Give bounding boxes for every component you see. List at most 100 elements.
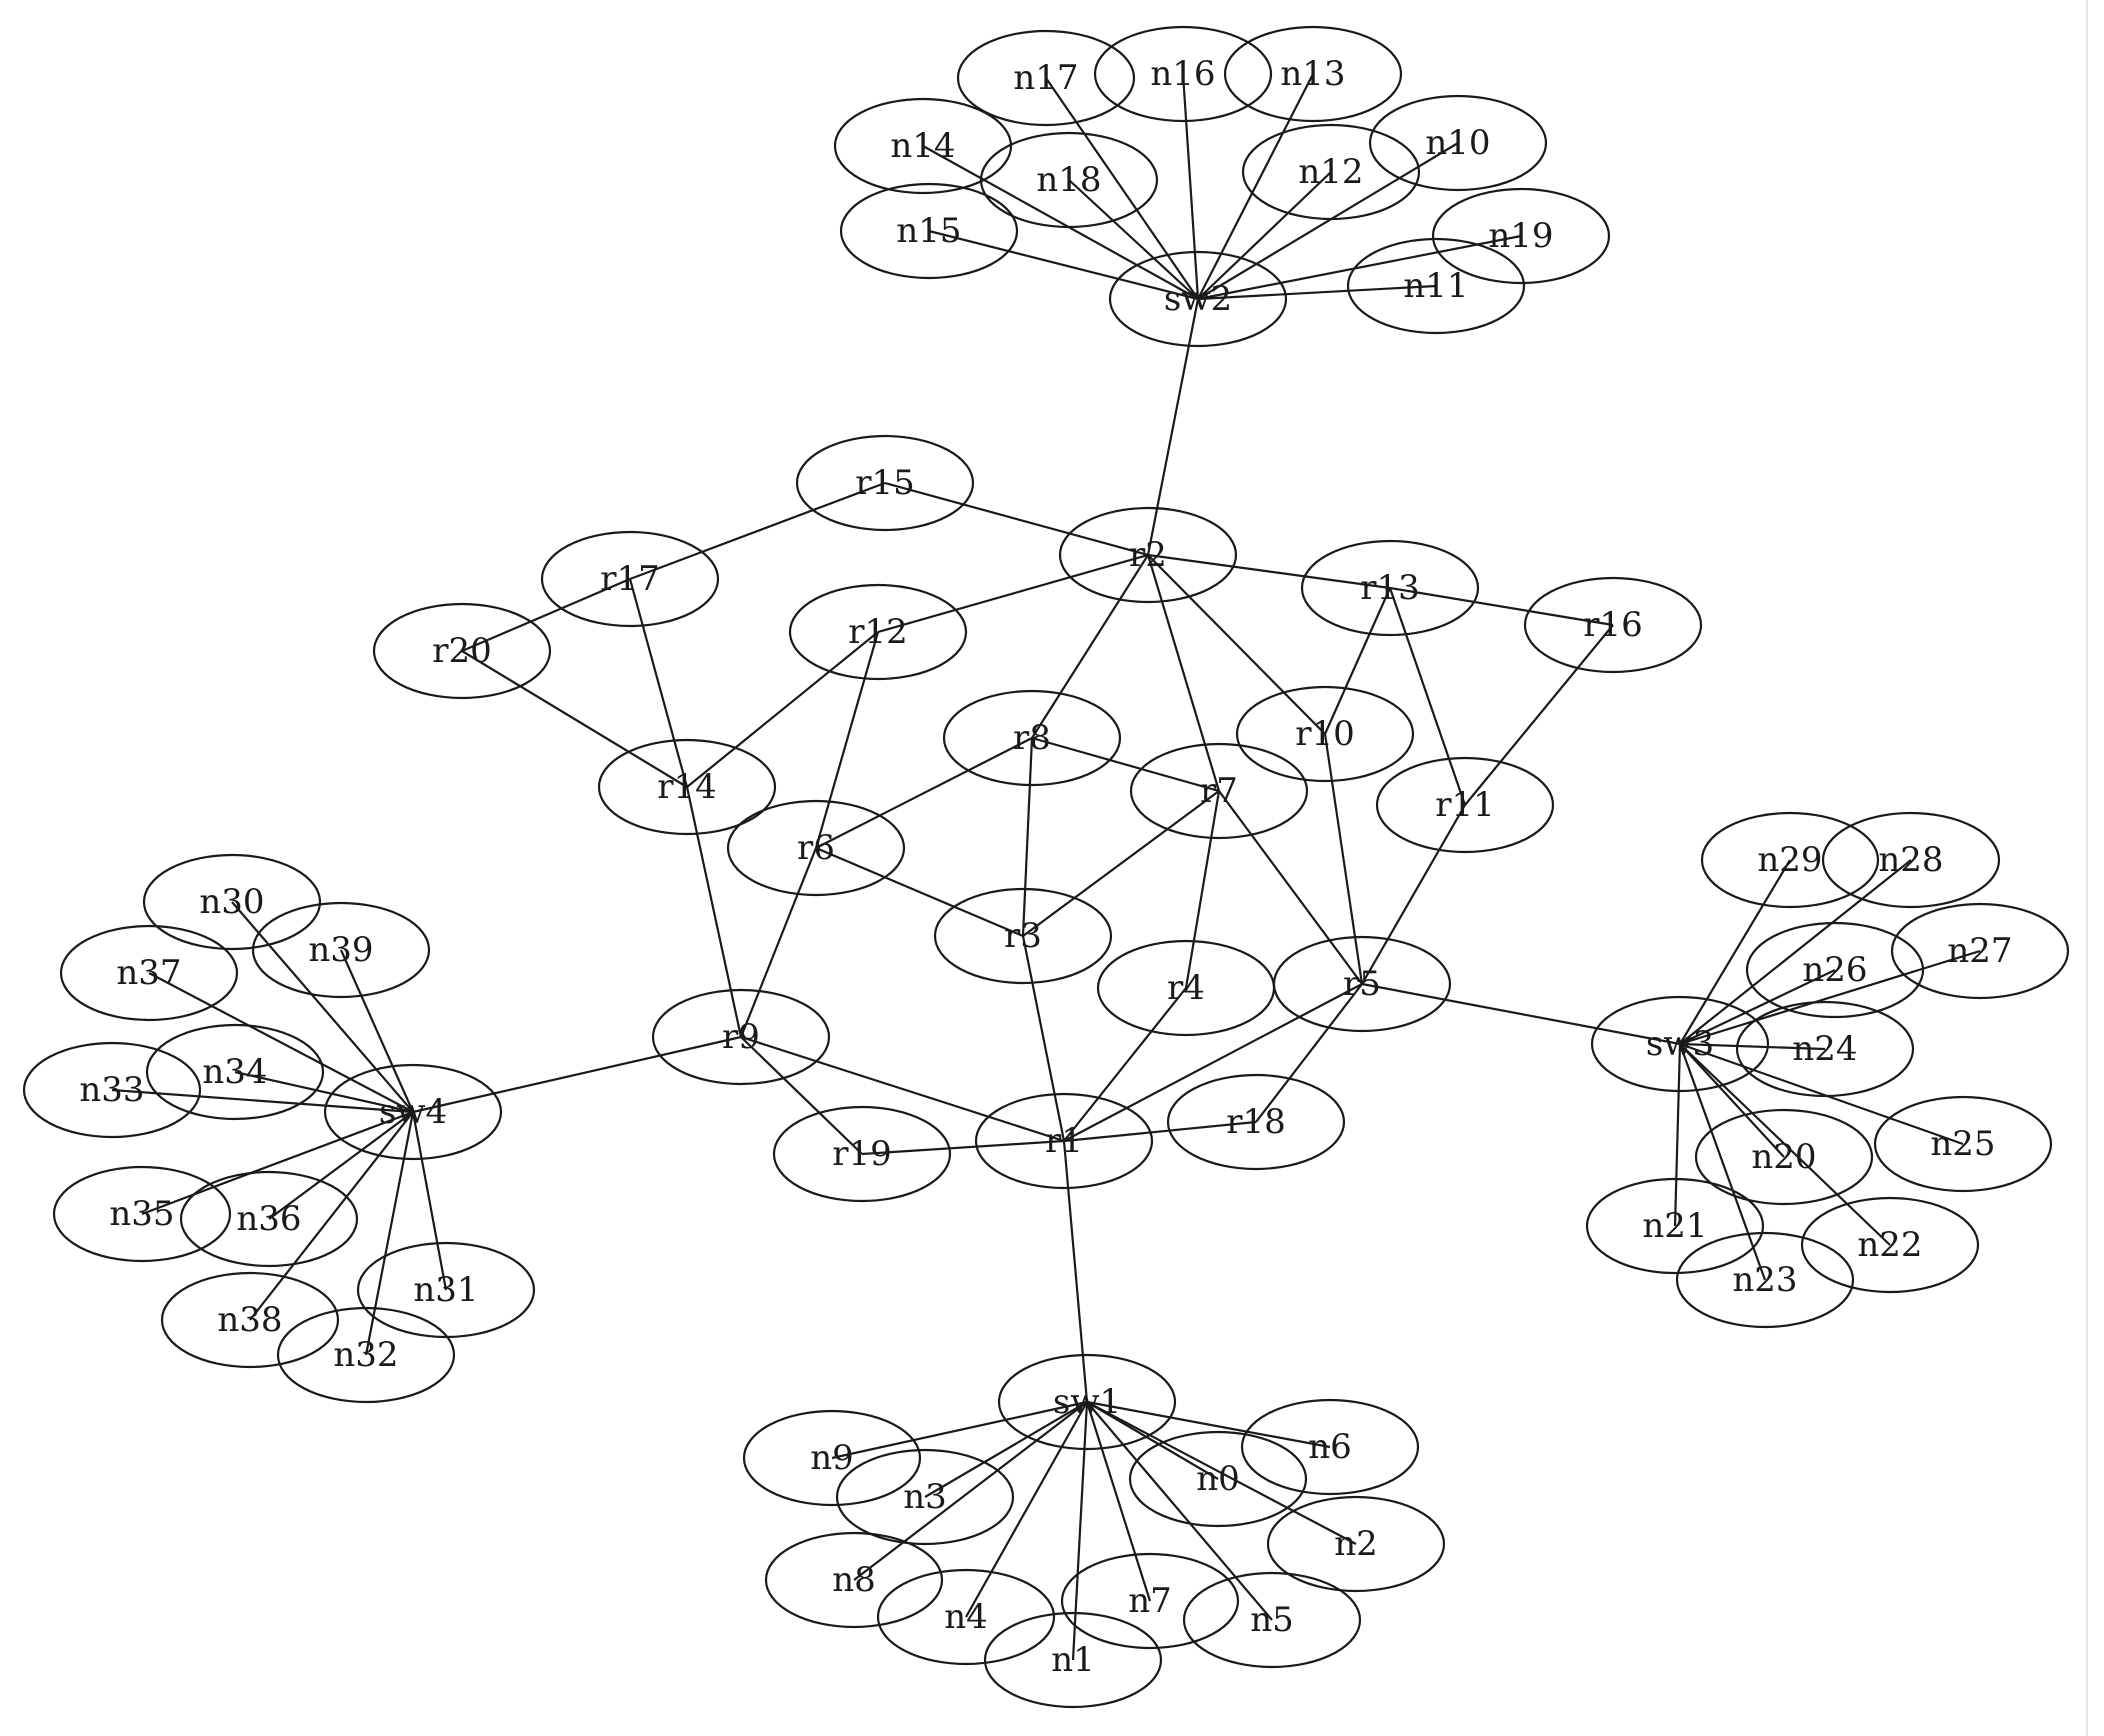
node-n31: n31	[356, 1241, 536, 1339]
node-ellipse-n34	[145, 1023, 325, 1121]
edge-sw3-n20	[1679, 1043, 1785, 1158]
node-label-n6: n6	[1308, 1427, 1352, 1467]
edge-r10-r5	[1323, 733, 1364, 985]
node-ellipse-n31	[356, 1241, 536, 1339]
node-label-r4: r4	[1167, 968, 1205, 1008]
node-label-n29: n29	[1757, 840, 1822, 880]
node-label-n10: n10	[1425, 123, 1490, 163]
node-r16: r16	[1523, 576, 1703, 674]
node-ellipse-sw2	[1108, 250, 1288, 348]
node-label-n0: n0	[1196, 1459, 1240, 1499]
node-r15: r15	[795, 434, 975, 532]
node-label-n34: n34	[202, 1052, 267, 1092]
node-label-n1: n1	[1051, 1640, 1095, 1680]
node-ellipse-n8	[764, 1531, 944, 1629]
edge-r13-r10	[1323, 587, 1392, 735]
edge-r7-r4	[1184, 790, 1221, 989]
node-label-r1: r1	[1045, 1121, 1083, 1161]
node-n9: n9	[742, 1409, 922, 1507]
edge-sw3-n28	[1679, 859, 1912, 1045]
node-ellipse-n9	[742, 1409, 922, 1507]
node-label-n21: n21	[1642, 1206, 1707, 1246]
node-label-r5: r5	[1343, 964, 1381, 1004]
node-ellipse-n25	[1873, 1095, 2053, 1193]
edge-sw2-n10	[1197, 142, 1459, 300]
node-n39: n39	[251, 901, 431, 999]
edge-sw1-n7	[1085, 1401, 1152, 1602]
node-n32: n32	[276, 1306, 456, 1404]
edge-r6-r3	[815, 846, 1024, 938]
edge-sw3-n27	[1679, 949, 1981, 1046]
node-r20: r20	[372, 602, 552, 700]
node-n38: n38	[160, 1271, 340, 1369]
node-ellipse-n7	[1060, 1552, 1240, 1650]
edge-sw4-n39	[339, 949, 415, 1113]
node-label-n13: n13	[1280, 54, 1345, 94]
node-sw2: sw2	[1108, 250, 1288, 348]
node-ellipse-n30	[142, 853, 322, 951]
edge-r16-r11	[1464, 624, 1614, 806]
node-label-n11: n11	[1403, 266, 1468, 306]
node-n26: n26	[1745, 921, 1925, 1019]
node-label-r8: r8	[1013, 718, 1051, 758]
node-label-n22: n22	[1857, 1225, 1922, 1265]
edge-sw4-n36	[268, 1111, 414, 1220]
node-ellipse-r3	[933, 887, 1113, 985]
edge-r14-r9	[685, 786, 743, 1038]
node-ellipse-n16	[1093, 25, 1273, 123]
node-label-r16: r16	[1583, 605, 1643, 645]
edge-sw1-n2	[1086, 1401, 1357, 1545]
node-r1: r1	[974, 1092, 1154, 1190]
node-label-n36: n36	[236, 1199, 301, 1239]
edge-r1-sw1	[1062, 1140, 1089, 1403]
node-n23: n23	[1675, 1231, 1855, 1329]
edge-sw2-n18	[1068, 179, 1199, 300]
node-ellipse-n26	[1745, 921, 1925, 1019]
node-label-n26: n26	[1802, 950, 1867, 990]
node-r2: r2	[1058, 506, 1238, 604]
edge-r6-r8	[815, 737, 1033, 849]
node-label-n25: n25	[1930, 1124, 1995, 1164]
node-n22: n22	[1800, 1196, 1980, 1294]
node-label-n16: n16	[1150, 54, 1215, 94]
node-n12: n12	[1241, 123, 1421, 221]
node-n17: n17	[956, 29, 1136, 127]
edge-r2-r7	[1146, 554, 1221, 792]
node-label-n23: n23	[1732, 1260, 1797, 1300]
node-label-n12: n12	[1298, 152, 1363, 192]
node-ellipse-n6	[1240, 1398, 1420, 1496]
node-sw1: sw1	[997, 1353, 1177, 1451]
edge-sw2-n16	[1181, 73, 1200, 300]
node-r5: r5	[1272, 935, 1452, 1033]
node-label-r9: r9	[722, 1017, 760, 1057]
node-label-n18: n18	[1036, 160, 1101, 200]
node-ellipse-n18	[979, 131, 1159, 229]
edge-r17-r14	[628, 578, 689, 788]
node-ellipse-n20	[1694, 1108, 1874, 1206]
edge-sw4-n32	[364, 1111, 415, 1356]
edge-r20-r14	[461, 650, 688, 788]
node-r8: r8	[942, 689, 1122, 787]
edge-r1-r18	[1063, 1120, 1257, 1143]
node-n34: n34	[145, 1023, 325, 1121]
node-ellipse-r15	[795, 434, 975, 532]
node-ellipse-r5	[1272, 935, 1452, 1033]
edge-sw3-n25	[1679, 1042, 1964, 1146]
node-r13: r13	[1300, 539, 1480, 637]
node-label-n5: n5	[1250, 1600, 1294, 1640]
node-ellipse-r20	[372, 602, 552, 700]
edge-r9-r1	[740, 1035, 1065, 1143]
edge-r6-r9	[739, 847, 818, 1038]
node-n20: n20	[1694, 1108, 1874, 1206]
edge-sw1-n4	[965, 1401, 1088, 1618]
node-ellipse-r1	[974, 1092, 1154, 1190]
node-ellipse-n0	[1128, 1430, 1308, 1528]
edge-r13-r16	[1389, 586, 1614, 627]
node-n4: n4	[876, 1568, 1056, 1666]
node-label-sw4: sw4	[379, 1092, 447, 1132]
edge-sw1-n9	[831, 1400, 1088, 1460]
node-ellipse-r19	[772, 1105, 952, 1203]
node-ellipse-r17	[540, 530, 720, 628]
edge-sw1-n1	[1071, 1401, 1089, 1661]
edge-r2-r13	[1147, 553, 1391, 590]
